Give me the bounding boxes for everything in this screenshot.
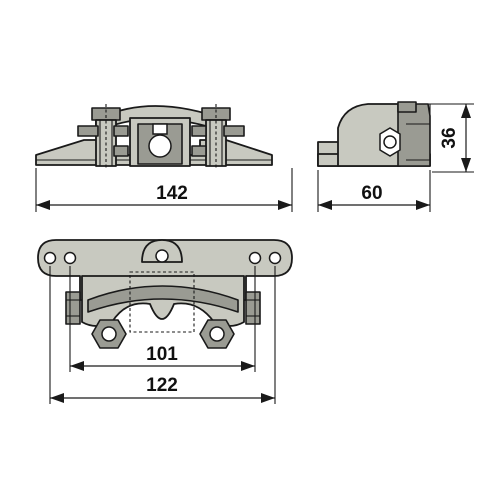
dimension-122-label: 122	[146, 375, 178, 396]
mount-hole-1	[43, 251, 57, 265]
mount-hole-4	[268, 251, 282, 265]
dimension-60-label: 60	[361, 183, 382, 204]
right-hex-nut	[199, 319, 235, 349]
right-bolt-cluster	[191, 104, 245, 168]
front-view: 142	[35, 104, 293, 212]
dimension-101-label: 101	[146, 344, 178, 365]
side-view: 36 60	[317, 101, 474, 212]
dimension-142-label: 142	[156, 183, 188, 204]
mount-hole-2	[63, 251, 77, 265]
dimension-36-label: 36	[439, 127, 460, 148]
left-bolt-cluster	[77, 104, 129, 168]
left-hex-nut	[91, 319, 127, 349]
plan-view: 101 122	[37, 239, 293, 404]
mount-hole-3	[248, 251, 262, 265]
